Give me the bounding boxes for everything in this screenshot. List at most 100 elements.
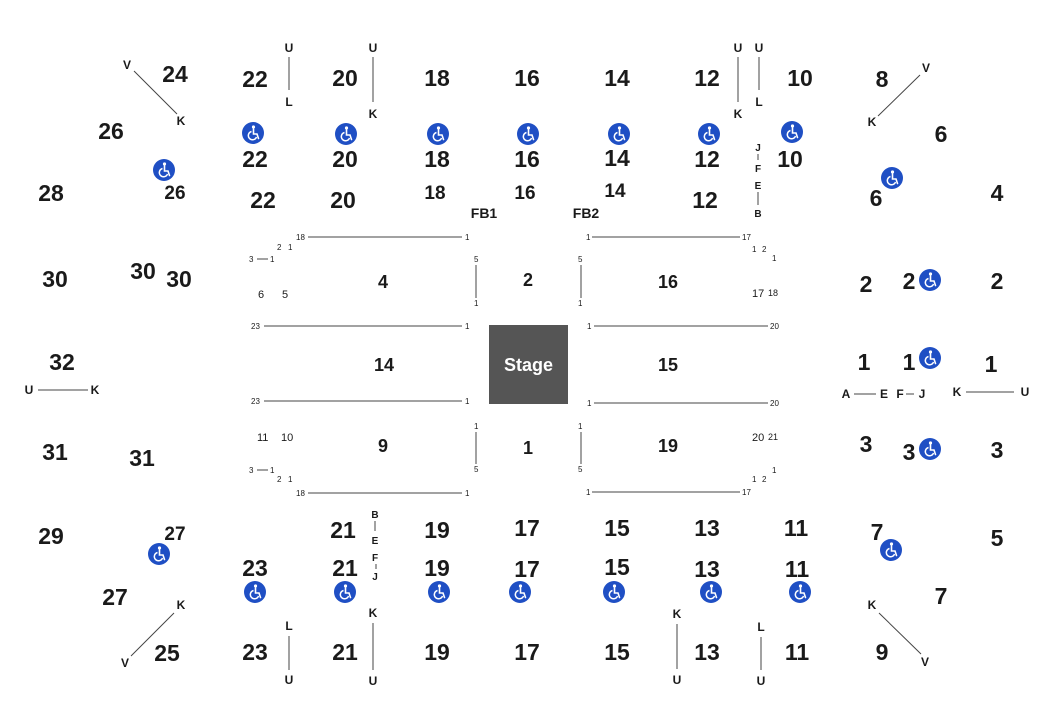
section-23-middle[interactable]: 23 (242, 555, 268, 581)
section-30-outer[interactable]: 30 (42, 266, 68, 292)
svg-text:L: L (285, 95, 292, 109)
section-18-lower[interactable]: 18 (424, 183, 445, 204)
section-14-lower[interactable]: 14 (604, 181, 626, 202)
section-27-upper[interactable]: 27 (164, 524, 185, 545)
section-1-outer[interactable]: 1 (985, 351, 998, 377)
section-13-upper[interactable]: 13 (694, 515, 720, 541)
wheelchair-icon (918, 346, 942, 370)
section-12-upper[interactable]: 12 (694, 65, 720, 91)
section-13-middle[interactable]: 13 (694, 556, 720, 582)
section-1-inner[interactable]: 1 (858, 349, 871, 375)
section-19-lower[interactable]: 19 (424, 639, 450, 665)
bottom-accessible-icons (243, 580, 812, 604)
section-14-upper[interactable]: 14 (604, 65, 630, 91)
wheelchair-icon (426, 122, 450, 146)
wheelchair-icon (243, 580, 267, 604)
floor-section-4[interactable]: 4 (378, 272, 388, 292)
section-23-lower[interactable]: 23 (242, 639, 268, 665)
section-19-middle[interactable]: 19 (424, 555, 450, 581)
section-2-middle[interactable]: 2 (903, 268, 916, 294)
section-11-lower[interactable]: 11 (785, 639, 810, 665)
section-15-lower[interactable]: 15 (604, 639, 630, 665)
section-12-middle[interactable]: 12 (694, 146, 720, 172)
stage[interactable] (489, 325, 568, 404)
section-27-lower[interactable]: 27 (102, 584, 128, 610)
section-24[interactable]: 24 (162, 61, 188, 87)
floor-section-1[interactable]: 1 (523, 438, 533, 458)
stage-label: Stage (504, 355, 553, 375)
section-11-upper[interactable]: 11 (784, 515, 809, 541)
floor-section-9[interactable]: 9 (378, 436, 388, 456)
svg-text:V: V (921, 655, 929, 669)
wheelchair-icon (334, 122, 358, 146)
section-11-middle[interactable]: 11 (785, 556, 810, 582)
svg-text:1: 1 (465, 397, 470, 406)
wheelchair-icon (699, 580, 723, 604)
section-21-middle[interactable]: 21 (332, 555, 358, 581)
section-22-lower[interactable]: 22 (250, 187, 276, 213)
section-29[interactable]: 29 (38, 523, 64, 549)
section-14-middle[interactable]: 14 (604, 145, 630, 171)
floor-section-19[interactable]: 19 (658, 436, 678, 456)
section-4[interactable]: 4 (991, 180, 1004, 206)
svg-text:U: U (755, 41, 764, 55)
section-31-inner[interactable]: 31 (129, 445, 155, 471)
section-21-upper[interactable]: 21 (330, 517, 356, 543)
section-26-lower[interactable]: 26 (164, 183, 185, 204)
section-16-lower[interactable]: 16 (514, 183, 535, 204)
section-3-inner[interactable]: 3 (860, 431, 873, 457)
section-10-middle[interactable]: 10 (777, 146, 803, 172)
section-15-upper[interactable]: 15 (604, 515, 630, 541)
section-28[interactable]: 28 (38, 180, 64, 206)
section-3-outer[interactable]: 3 (991, 437, 1004, 463)
top-accessible-icons (241, 120, 804, 146)
section-18-middle[interactable]: 18 (424, 146, 450, 172)
field-box-fb2[interactable]: FB2 (573, 205, 600, 221)
section-30-middle[interactable]: 30 (130, 258, 156, 284)
section-3-middle[interactable]: 3 (903, 439, 916, 465)
section-26-upper[interactable]: 26 (98, 118, 124, 144)
section-7-upper[interactable]: 7 (871, 519, 884, 545)
section-6-inner[interactable]: 6 (870, 185, 883, 211)
section-7-lower[interactable]: 7 (935, 583, 948, 609)
section-22-upper[interactable]: 22 (242, 66, 268, 92)
section-20-middle[interactable]: 20 (332, 146, 358, 172)
section-12-lower[interactable]: 12 (692, 187, 718, 213)
section-18-upper[interactable]: 18 (424, 65, 450, 91)
svg-text:J: J (372, 572, 378, 583)
section-16-middle[interactable]: 16 (514, 146, 540, 172)
section-5[interactable]: 5 (991, 525, 1004, 551)
section-17-lower[interactable]: 17 (514, 639, 540, 665)
section-17-upper[interactable]: 17 (514, 515, 540, 541)
field-box-fb1[interactable]: FB1 (471, 205, 498, 221)
section-30-inner[interactable]: 30 (166, 266, 192, 292)
floor-section-14[interactable]: 14 (374, 355, 394, 375)
section-21-lower[interactable]: 21 (332, 639, 358, 665)
section-15-middle[interactable]: 15 (604, 554, 630, 580)
section-20-lower[interactable]: 20 (330, 187, 356, 213)
section-16-upper[interactable]: 16 (514, 65, 540, 91)
section-2-inner[interactable]: 2 (860, 271, 873, 297)
section-6-outer[interactable]: 6 (935, 121, 948, 147)
section-8[interactable]: 8 (876, 66, 889, 92)
floor-section-15[interactable]: 15 (658, 355, 678, 375)
floor-section-16[interactable]: 16 (658, 272, 678, 292)
floor-section-2[interactable]: 2 (523, 270, 533, 290)
section-20-upper[interactable]: 20 (332, 65, 358, 91)
svg-text:1: 1 (465, 489, 470, 498)
svg-text:E: E (755, 181, 762, 192)
section-25[interactable]: 25 (154, 640, 180, 666)
svg-text:1: 1 (270, 466, 275, 475)
section-17-middle[interactable]: 17 (514, 556, 540, 582)
section-22-middle[interactable]: 22 (242, 146, 268, 172)
section-2-outer[interactable]: 2 (991, 268, 1004, 294)
section-32[interactable]: 32 (49, 349, 75, 375)
right-sections: 8 6 6 4 2 2 2 1 1 1 3 3 3 7 5 7 9 V K A … (842, 61, 1030, 669)
section-10-upper[interactable]: 10 (787, 65, 813, 91)
section-19-upper[interactable]: 19 (424, 517, 450, 543)
svg-text:K: K (369, 606, 378, 620)
section-31-outer[interactable]: 31 (42, 439, 68, 465)
section-1-middle[interactable]: 1 (903, 349, 916, 375)
section-13-lower[interactable]: 13 (694, 639, 720, 665)
section-9[interactable]: 9 (876, 639, 889, 665)
